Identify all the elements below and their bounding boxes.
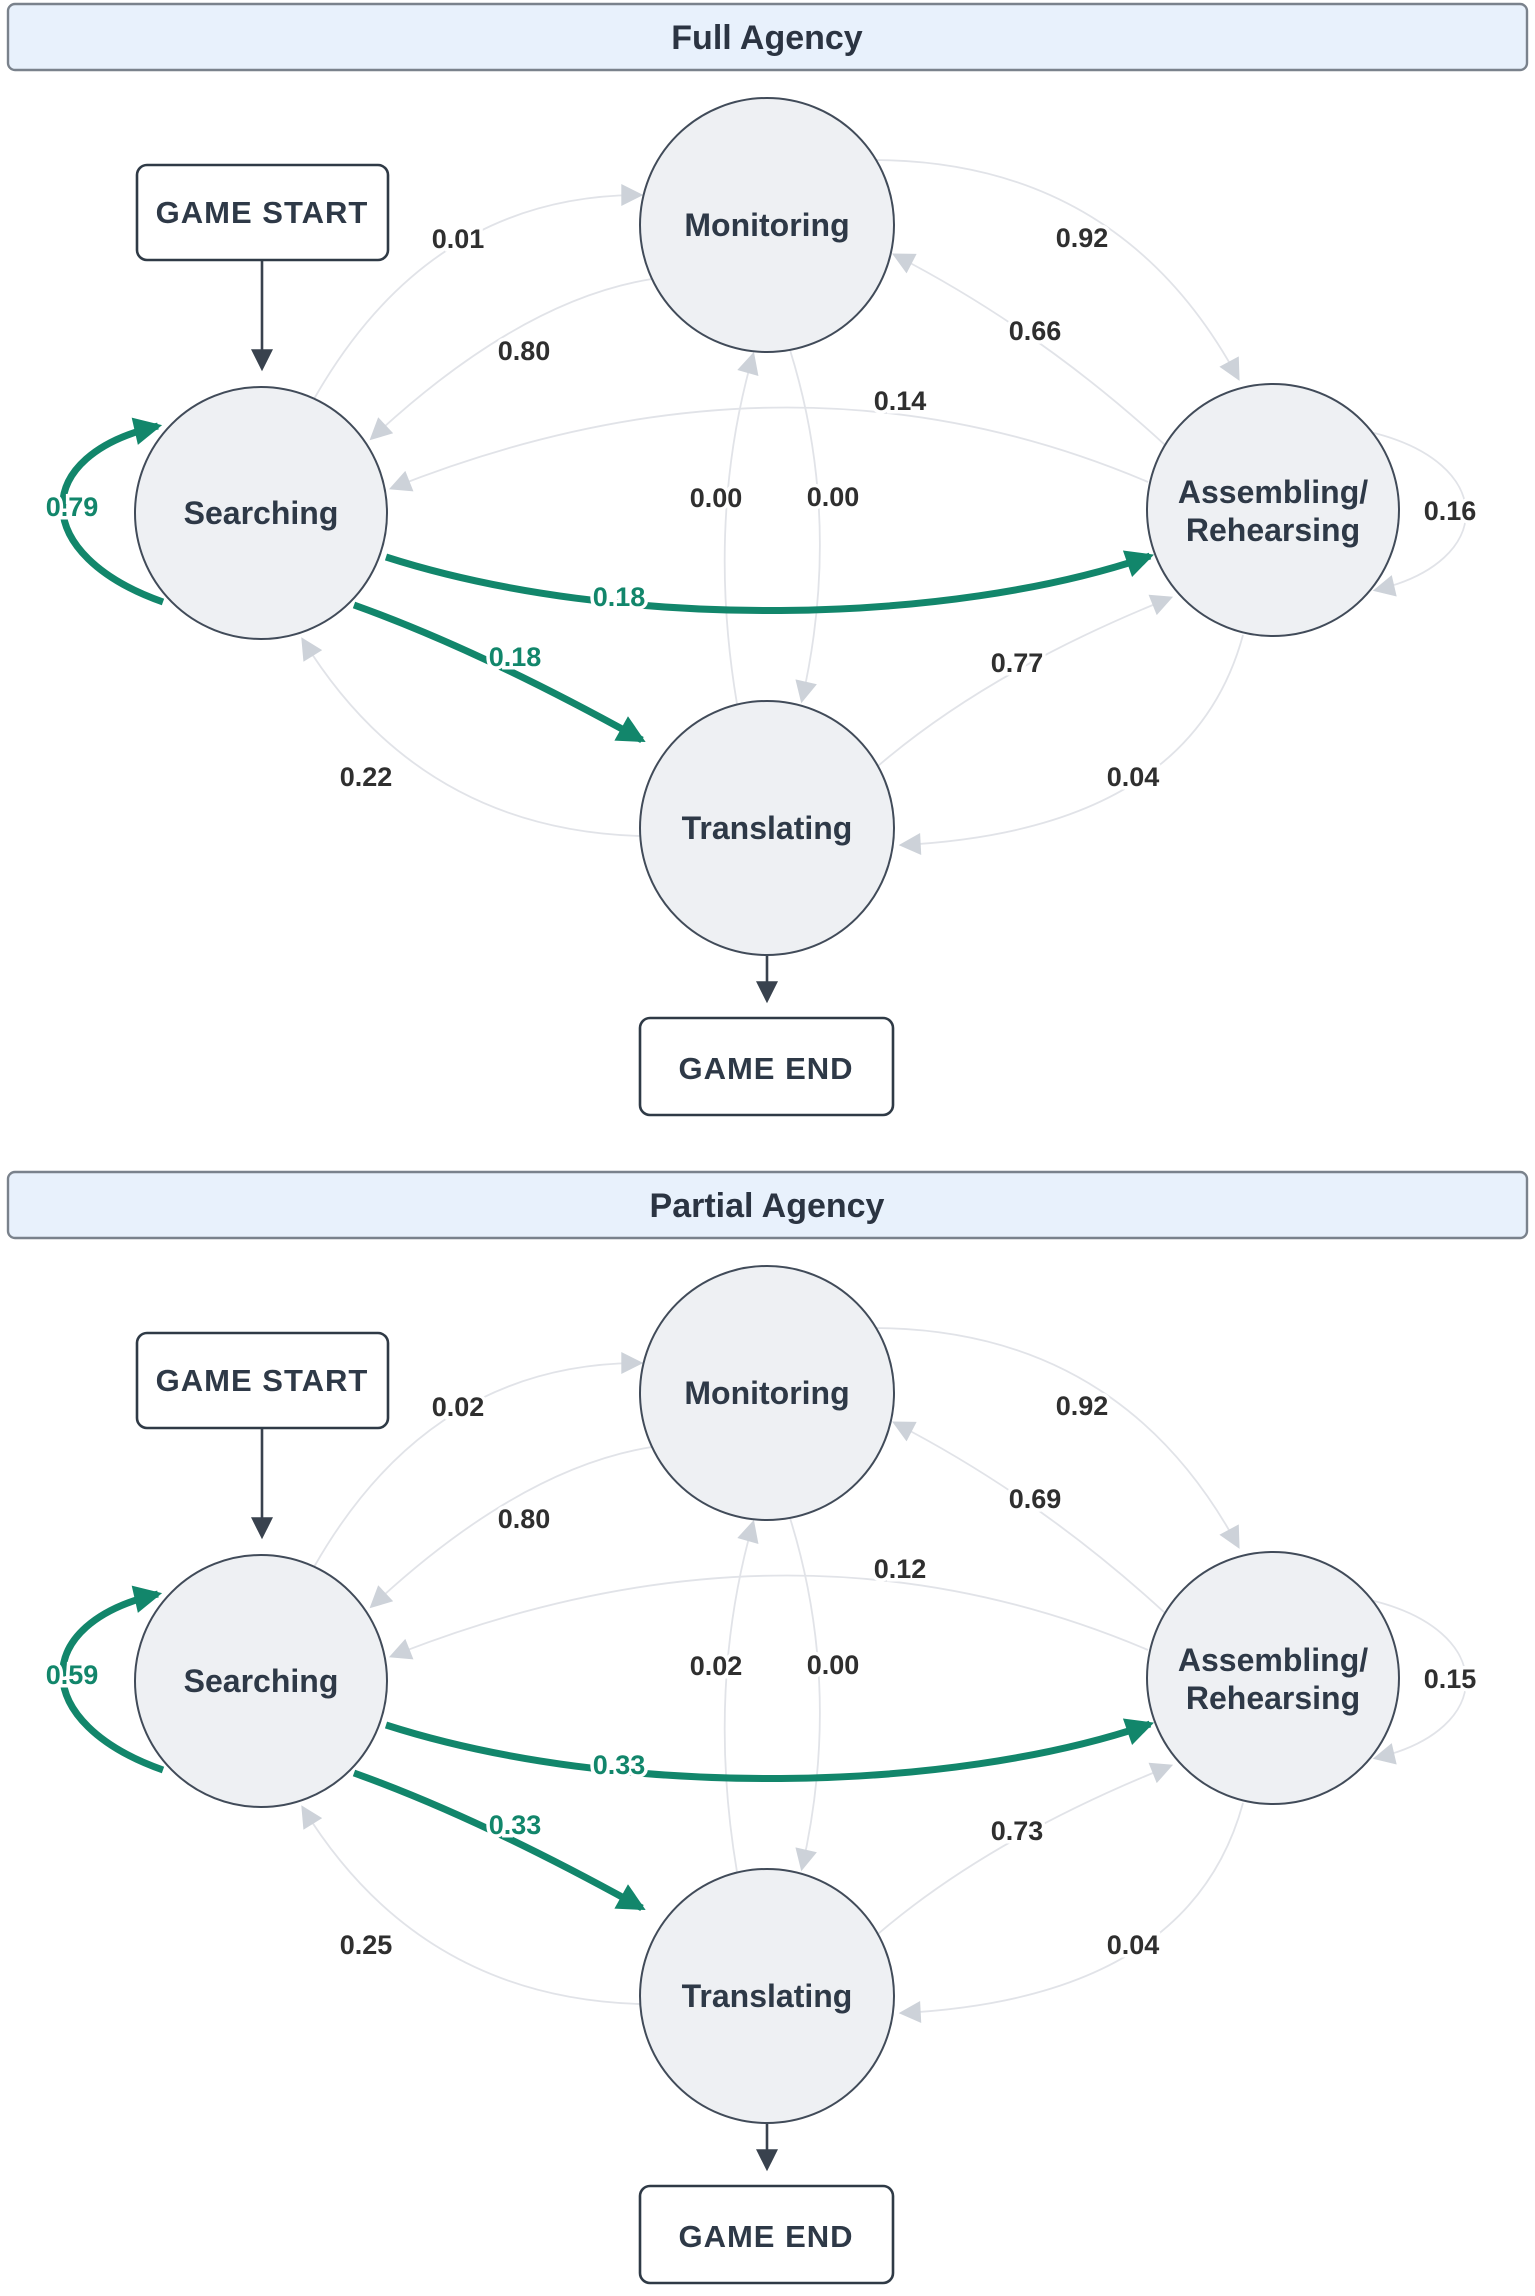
edge-label-translating-monitoring: 0.02 (690, 1651, 743, 1681)
edge-label-monitoring-translating: 0.00 (807, 1650, 860, 1680)
edge-translating-monitoring (723, 351, 759, 705)
node-label-translating: Translating (682, 810, 853, 846)
edge-label-assembling-translating: 0.04 (1107, 1930, 1160, 1960)
edge-searching-translating (352, 601, 646, 744)
edge-label-monitoring-assembling: 0.92 (1056, 1391, 1109, 1421)
diagram-title-bar (6, 2, 1529, 72)
edge-monitoring-searching (369, 278, 653, 441)
node-searching (134, 386, 388, 640)
game-start-box (135, 163, 390, 262)
edge-monitoring-searching (369, 1446, 653, 1609)
edge-assembling-self (1369, 1599, 1467, 1765)
edge-assembling-monitoring (892, 253, 1166, 446)
edge-searching-monitoring (313, 1352, 644, 1568)
edge-monitoring-translating (789, 1517, 821, 1872)
edge-assembling-self (1369, 431, 1467, 597)
edge-label-searching-assembling: 0.18 (593, 582, 646, 612)
node-assembling (1146, 383, 1400, 637)
edge-searching-translating (352, 1769, 646, 1912)
node-label-searching: Searching (184, 1663, 339, 1699)
edge-label-searching-translating: 0.33 (489, 1810, 542, 1840)
edge-searching-monitoring (313, 184, 644, 400)
game-start-box (135, 1331, 390, 1430)
edge-label-searching-self: 0.59 (46, 1660, 99, 1690)
node-translating (639, 1868, 895, 2124)
edge-label-translating-searching: 0.22 (340, 762, 393, 792)
node-label-translating: Translating (682, 1978, 853, 2014)
edge-searching-self (59, 1585, 165, 1774)
edge-translating-assembling (877, 1762, 1174, 1935)
diagram-partial-agency: Partial Agency 0.02 0.80 0.92 0.69 0.12 0.02 0.… (0, 1148, 1535, 2296)
node-label-assembling-line2: Rehearsing (1186, 512, 1360, 548)
node-label-monitoring: Monitoring (684, 207, 849, 243)
edge-assembling-monitoring (892, 1421, 1166, 1614)
game-end-label: GAME END (678, 1051, 853, 1086)
node-label-searching: Searching (184, 495, 339, 531)
edge-label-assembling-monitoring: 0.66 (1009, 316, 1062, 346)
game-end-box (638, 2184, 895, 2285)
node-monitoring (639, 1265, 895, 1521)
diagram-title: Full Agency (671, 19, 863, 57)
edge-translating-monitoring (723, 1519, 759, 1873)
diagram-title: Partial Agency (650, 1187, 885, 1225)
edge-label-translating-searching: 0.25 (340, 1930, 393, 1960)
edge-label-monitoring-translating: 0.00 (807, 482, 860, 512)
edge-label-searching-monitoring: 0.01 (432, 224, 485, 254)
diagram-full-agency: Full Agency 0.01 0.80 0.92 0.66 0.14 0.00 0.00 0… (6, 2, 1529, 1117)
edge-label-translating-assembling: 0.77 (991, 648, 1044, 678)
edge-label-assembling-searching: 0.14 (874, 386, 927, 416)
node-monitoring (639, 97, 895, 353)
game-end-box (638, 1016, 895, 1117)
edge-label-searching-assembling: 0.33 (593, 1750, 646, 1780)
edge-label-searching-translating: 0.18 (489, 642, 542, 672)
edge-label-searching-self: 0.79 (46, 492, 99, 522)
edge-label-translating-assembling: 0.73 (991, 1816, 1044, 1846)
diagram-title-bar (6, 1170, 1529, 1240)
edge-searching-assembling (384, 550, 1154, 615)
node-translating (639, 700, 895, 956)
edge-label-assembling-monitoring: 0.69 (1009, 1484, 1062, 1514)
edge-label-monitoring-searching: 0.80 (498, 336, 551, 366)
edge-label-monitoring-searching: 0.80 (498, 1504, 551, 1534)
edge-label-translating-monitoring: 0.00 (690, 483, 743, 513)
node-label-monitoring: Monitoring (684, 1375, 849, 1411)
edge-label-assembling-self: 0.16 (1424, 496, 1477, 526)
node-searching (134, 1554, 388, 1808)
node-label-assembling-line2: Rehearsing (1186, 1680, 1360, 1716)
edge-translating-searching (301, 1805, 642, 2005)
edge-assembling-searching (388, 406, 1149, 492)
edge-label-assembling-translating: 0.04 (1107, 762, 1160, 792)
edge-assembling-searching (388, 1574, 1149, 1660)
edge-translating-assembling (877, 594, 1174, 767)
edge-monitoring-translating (789, 349, 821, 704)
edge-assembling-translating (898, 1802, 1244, 2024)
game-end-label: GAME END (678, 2219, 853, 2254)
edge-assembling-translating (898, 634, 1244, 856)
game-start-label: GAME START (156, 1363, 369, 1398)
edge-searching-assembling (384, 1718, 1154, 1783)
edge-label-searching-monitoring: 0.02 (432, 1392, 485, 1422)
node-label-assembling-line1: Assembling/ (1178, 474, 1368, 510)
edge-label-assembling-searching: 0.12 (874, 1554, 927, 1584)
edge-monitoring-assembling (871, 159, 1240, 381)
edge-monitoring-assembling (871, 1327, 1240, 1549)
game-start-label: GAME START (156, 195, 369, 230)
node-assembling (1146, 1551, 1400, 1805)
node-label-assembling-line1: Assembling/ (1178, 1642, 1368, 1678)
edge-searching-self (59, 417, 165, 606)
edge-label-assembling-self: 0.15 (1424, 1664, 1477, 1694)
edge-label-monitoring-assembling: 0.92 (1056, 223, 1109, 253)
edge-translating-searching (301, 637, 642, 837)
